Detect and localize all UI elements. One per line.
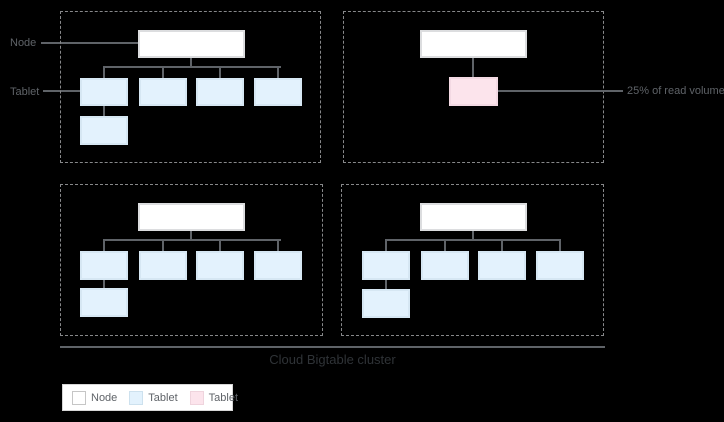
connector-line [385, 239, 561, 241]
connector-line [103, 66, 281, 68]
tablet-box [80, 288, 128, 317]
connector-line [219, 241, 221, 251]
hot-tablet-box [449, 77, 498, 106]
annotation-line [498, 90, 623, 92]
legend-label-hot-tablet: Tablet [208, 391, 239, 404]
connector-line [559, 241, 561, 251]
connector-line [162, 241, 164, 251]
tablet-pointer-label: Tablet [10, 86, 40, 98]
connector-line [190, 231, 192, 240]
legend-label-node: Node [91, 391, 118, 404]
connector-line [277, 241, 279, 251]
tablet-box [536, 251, 584, 280]
tablet-box [139, 78, 187, 106]
connector-line [277, 68, 279, 78]
tablet-box [196, 78, 244, 106]
connector-line [103, 241, 105, 251]
tablet-box [254, 78, 302, 106]
connector-line [219, 68, 221, 78]
node-box [138, 30, 245, 58]
connector-line [162, 68, 164, 78]
connector-line [190, 58, 192, 67]
connector-line [103, 106, 105, 116]
tablet-box [254, 251, 302, 280]
tablet-box [362, 289, 410, 318]
node-box [420, 203, 527, 231]
node-box [138, 203, 245, 231]
tablet-swatch [129, 390, 144, 405]
connector-line [444, 241, 446, 251]
tablet-box [80, 251, 128, 280]
quadrant-bottom-left [60, 184, 323, 336]
tablet-box [478, 251, 526, 280]
connector-line [472, 58, 474, 77]
connector-line [103, 68, 105, 78]
connector-line [385, 241, 387, 251]
read-volume-annotation: 25% of read volume [627, 85, 724, 97]
node-pointer-line [41, 42, 138, 44]
legend-label-tablet: Tablet [148, 391, 178, 404]
tablet-pointer-line [43, 90, 80, 92]
connector-line [103, 239, 281, 241]
tablet-box [421, 251, 469, 280]
legend: Node Tablet Tablet [62, 384, 238, 411]
legend-item-node: Node [72, 390, 118, 405]
quadrant-top-left [60, 11, 321, 163]
node-pointer-label: Node [10, 37, 37, 49]
legend-item-tablet: Tablet [129, 390, 178, 405]
quadrant-top-right [343, 11, 604, 163]
connector-line [472, 231, 474, 240]
hot-tablet-swatch [189, 390, 204, 405]
quadrant-bottom-right [341, 184, 604, 336]
tablet-box [362, 251, 410, 280]
legend-item-hot-tablet: Tablet [189, 390, 239, 405]
node-box [420, 30, 527, 58]
cluster-divider-line [60, 346, 605, 348]
tablet-box [139, 251, 187, 280]
cluster-caption: Cloud Bigtable cluster [269, 352, 396, 367]
connector-line [103, 280, 105, 288]
tablet-box [80, 116, 128, 145]
tablet-box [80, 78, 128, 106]
node-swatch [72, 390, 86, 405]
connector-line [501, 241, 503, 251]
tablet-box [196, 251, 244, 280]
connector-line [385, 280, 387, 289]
